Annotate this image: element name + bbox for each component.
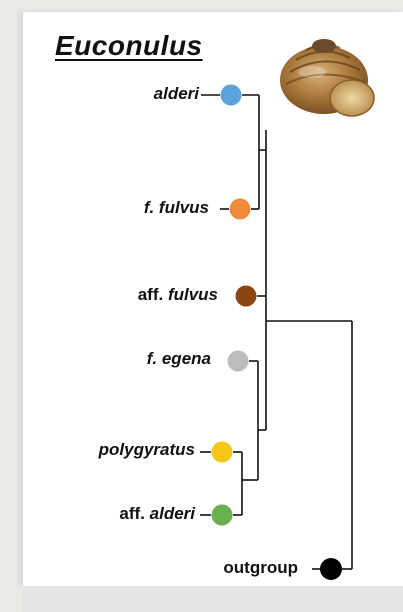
tip-dot-outgroup: [320, 558, 342, 580]
tip-dot-polygyratus: [212, 442, 233, 463]
tree-branches: [233, 95, 352, 569]
tip-dot-fegena: [228, 351, 249, 372]
tip-dot-afffulvus: [236, 286, 257, 307]
tip-dot-ffulvus: [230, 199, 251, 220]
tip-dot-alderi: [221, 85, 242, 106]
tip-dot-affalderi: [212, 505, 233, 526]
tree-tips: [200, 85, 342, 581]
